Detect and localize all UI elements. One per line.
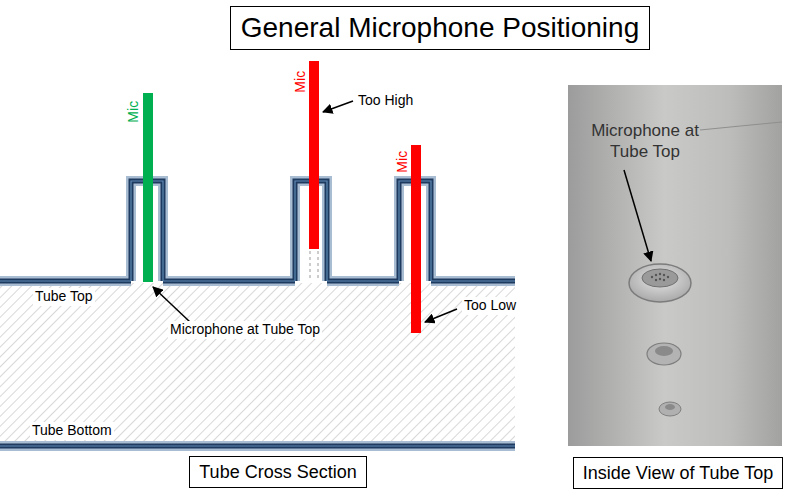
surface-label: Tube Bottom <box>30 422 114 440</box>
leader-line <box>153 101 457 322</box>
mic-label: Mic <box>125 101 143 123</box>
caption-text: Inside View of Tube Top <box>583 462 773 485</box>
photo-callout: Microphone at Tube Top <box>580 120 710 163</box>
microphone-gap <box>310 251 318 281</box>
callout-text: Microphone at Tube Top <box>168 321 322 339</box>
microphone-too-high <box>309 61 319 249</box>
caption-box: Tube Cross Section <box>189 456 366 489</box>
tube-wall <box>0 181 515 446</box>
caption-box: Inside View of Tube Top <box>573 457 783 490</box>
callout-text: Too High <box>358 92 413 110</box>
tube-photo <box>568 85 782 446</box>
tube-interior <box>0 283 515 443</box>
page-title: General Microphone Positioning <box>230 6 650 50</box>
mic-label: Mic <box>292 71 310 93</box>
microphone-too-low <box>411 145 421 333</box>
mic-label: Mic <box>394 151 412 173</box>
surface-label: Tube Top <box>33 288 95 306</box>
caption-text: Tube Cross Section <box>199 461 356 484</box>
microphone-correct <box>143 93 153 282</box>
callout-text: Too Low <box>462 297 518 315</box>
